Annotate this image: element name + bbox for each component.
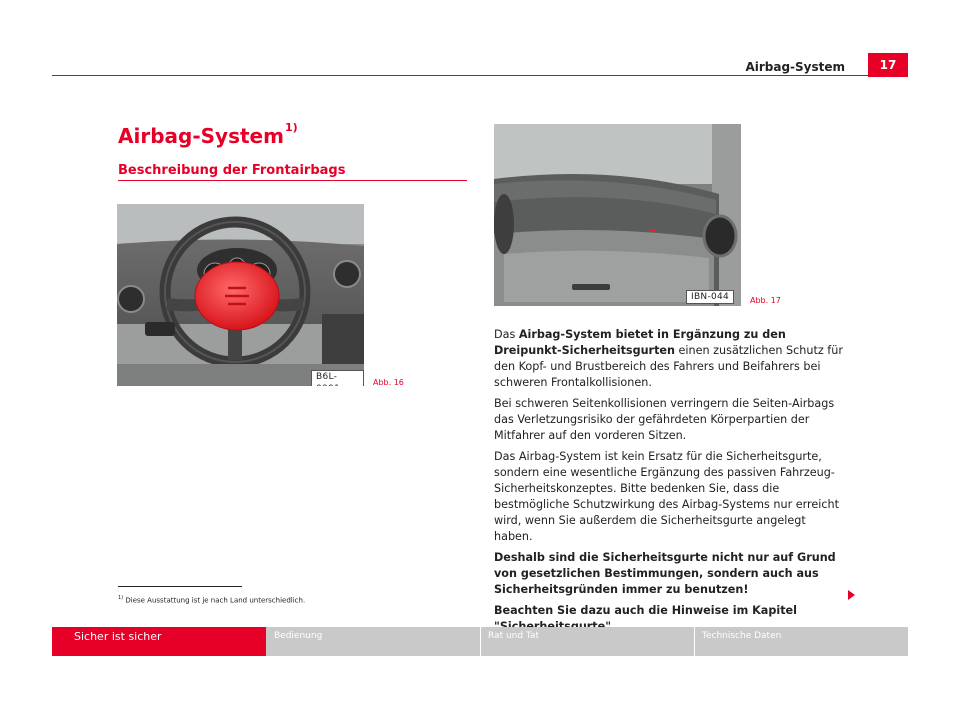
- triangle-right-icon: [848, 590, 855, 600]
- paragraph-rest: einen zusätzlichen Schutz für den Kopf- …: [494, 344, 843, 389]
- nav-tab-bedienung[interactable]: Bedienung: [266, 627, 480, 656]
- paragraph-bold: Deshalb sind die Sicherheitsgurte nicht …: [494, 551, 836, 596]
- subtitle-rule: [118, 180, 467, 181]
- figure-steering-wheel: B6L-0001: [117, 204, 364, 386]
- figure-label: B6L-0001: [311, 370, 364, 386]
- figure-label: IBN-044: [686, 290, 735, 304]
- figure-caption: Abb. 16: [373, 378, 404, 387]
- page-title-text: Airbag-System: [118, 124, 284, 148]
- page-title: Airbag-System1): [118, 121, 298, 148]
- paragraph: Das Airbag-System bietet in Ergänzung zu…: [494, 327, 844, 391]
- footnote-rule: [118, 586, 242, 587]
- body-text: Das Airbag-System bietet in Ergänzung zu…: [494, 327, 844, 640]
- section-subtitle: Beschreibung der Frontairbags: [118, 163, 346, 178]
- nav-divider: [480, 627, 481, 656]
- title-footnote-ref: 1): [284, 121, 298, 135]
- figure-caption: Abb. 17: [750, 296, 781, 305]
- nav-tab-technische-daten[interactable]: Technische Daten: [694, 627, 908, 656]
- footnote: 1) Diese Ausstattung ist je nach Land un…: [118, 595, 305, 604]
- header-section-title: Airbag-System: [745, 60, 845, 74]
- nav-tab-sicher-ist-sicher[interactable]: Sicher ist sicher: [52, 627, 266, 656]
- paragraph-intro: Das: [494, 328, 519, 341]
- paragraph: Bei schweren Seitenkollisionen verringer…: [494, 397, 835, 442]
- header-rule: [52, 75, 868, 76]
- figure-passenger-dashboard: IBN-044: [494, 124, 741, 306]
- paragraph: Das Airbag-System ist kein Ersatz für di…: [494, 450, 839, 543]
- paragraph-bold: Airbag-System bietet in Ergänzung zu den…: [494, 328, 786, 357]
- footnote-marker: 1): [118, 595, 124, 601]
- nav-tab-rat-und-tat[interactable]: Rat und Tat: [480, 627, 694, 656]
- nav-divider: [694, 627, 695, 656]
- footnote-text: Diese Ausstattung ist je nach Land unter…: [123, 596, 306, 605]
- page-number: 17: [868, 53, 908, 77]
